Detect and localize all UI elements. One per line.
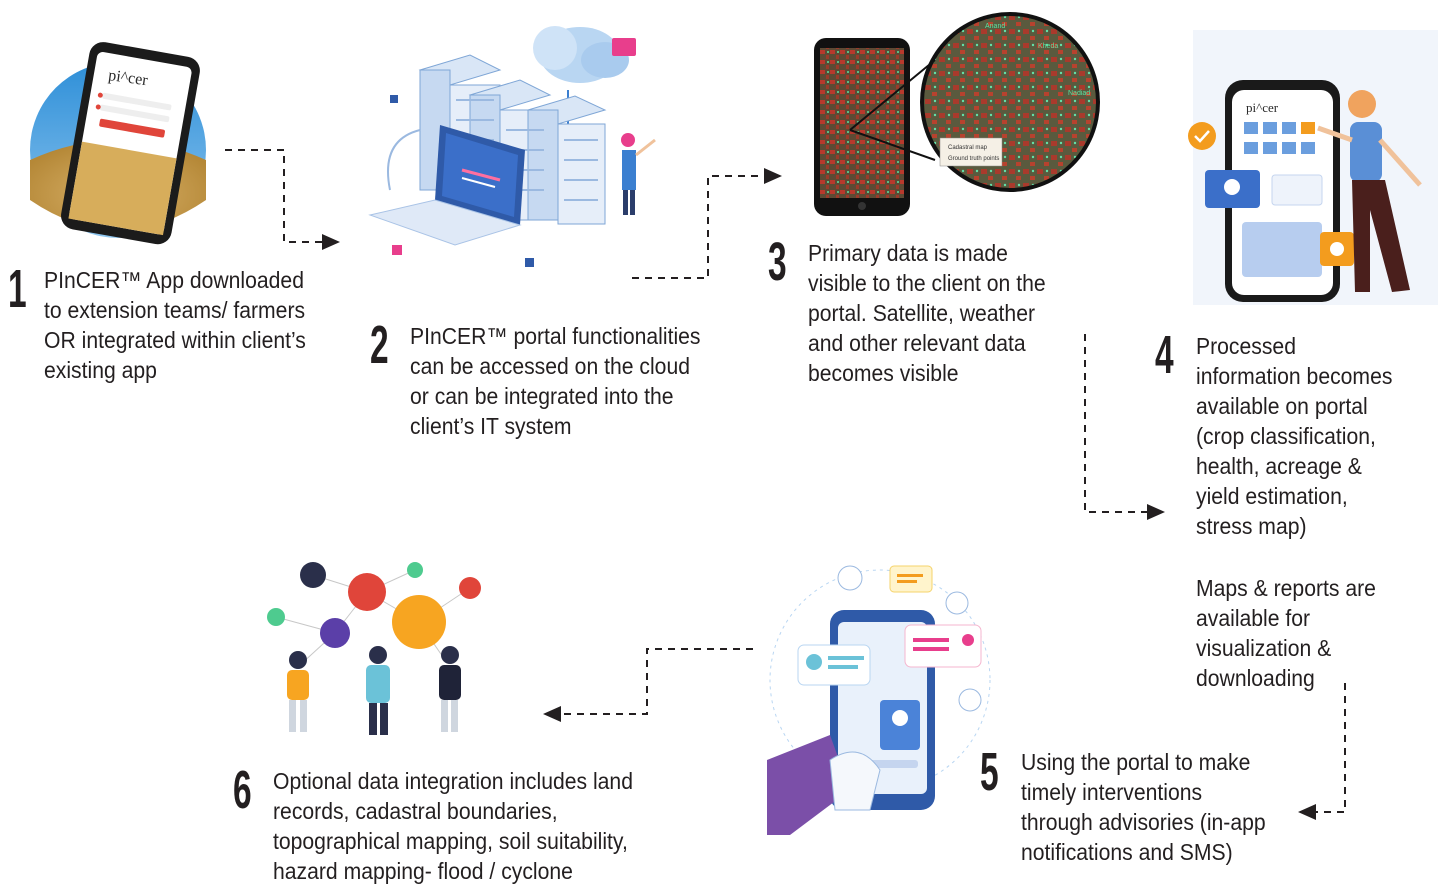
- step6-data-illustration: [267, 562, 481, 735]
- step-6-line: records, cadastral boundaries,: [273, 798, 558, 824]
- step-4-extra-line: Maps & reports are: [1196, 575, 1376, 601]
- step-1-line: OR integrated within client’s: [44, 327, 306, 353]
- app-logo: pi^cer: [107, 67, 149, 89]
- step4-dashboard-illustration: [1188, 30, 1438, 305]
- step-6-caption: Optional data integration includes land …: [273, 766, 633, 886]
- step2-cloud-illustration: [368, 26, 656, 267]
- step-4-line: health, acreage &: [1196, 453, 1362, 479]
- step-3-line: becomes visible: [808, 360, 959, 386]
- step-number-1: 1: [8, 259, 27, 319]
- step-2-line: client’s IT system: [410, 413, 572, 439]
- step-2-line: PInCER™ portal functionalities: [410, 323, 701, 349]
- map-legend-2: Ground truth points: [948, 156, 999, 162]
- step-4-extra-line: available for: [1196, 605, 1311, 631]
- step-6-line: topographical mapping, soil suitability,: [273, 828, 628, 854]
- step-number-2: 2: [370, 315, 389, 375]
- map-tag-3: Nadiad: [1068, 90, 1090, 97]
- step-3-line: Primary data is made: [808, 240, 1008, 266]
- step-3-line: and other relevant data: [808, 330, 1026, 356]
- step-number-3: 3: [768, 232, 787, 292]
- step-1-line: PInCER™ App downloaded: [44, 267, 304, 293]
- arrow-4-to-5: [1298, 683, 1346, 820]
- step-number-4: 4: [1155, 325, 1174, 385]
- map-tag-1: Anand: [985, 23, 1005, 30]
- step-5-line: notifications and SMS): [1021, 839, 1233, 865]
- map-legend-1: Cadastral map: [948, 145, 988, 151]
- step5-advisory-illustration: [767, 565, 991, 835]
- step-4-line: available on portal: [1196, 393, 1368, 419]
- step-4-line: (crop classification,: [1196, 423, 1376, 449]
- step-4-extra-caption: Maps & reports are available for visuali…: [1196, 573, 1376, 693]
- arrow-2-to-3: [632, 168, 782, 279]
- step-2-line: or can be integrated into the: [410, 383, 674, 409]
- step-4-line: Processed: [1196, 333, 1296, 359]
- step-1-caption: PInCER™ App downloaded to extension team…: [44, 265, 306, 385]
- step-5-line: through advisories (in-app: [1021, 809, 1266, 835]
- step-1-line: to extension teams/ farmers: [44, 297, 306, 323]
- step-6-line: hazard mapping- flood / cyclone: [273, 858, 573, 884]
- step-5-line: Using the portal to make: [1021, 749, 1251, 775]
- step-2-caption: PInCER™ portal functionalities can be ac…: [410, 321, 701, 441]
- arrow-5-to-6: [543, 648, 753, 722]
- step-4-line: yield estimation,: [1196, 483, 1348, 509]
- step-4-extra-line: visualization &: [1196, 635, 1332, 661]
- step-5-line: timely interventions: [1021, 779, 1203, 805]
- step1-app-illustration: [30, 42, 206, 245]
- step-3-caption: Primary data is made visible to the clie…: [808, 238, 1046, 388]
- phone-logo: pi^cer: [1246, 100, 1279, 115]
- step-4-extra-line: downloading: [1196, 665, 1315, 691]
- step-4-caption: Processed information becomes available …: [1196, 331, 1392, 541]
- step-number-6: 6: [233, 760, 252, 820]
- map-tag-2: Kheda: [1038, 43, 1058, 50]
- step-4-line: stress map): [1196, 513, 1307, 539]
- step-2-line: can be accessed on the cloud: [410, 353, 690, 379]
- step-3-line: visible to the client on the: [808, 270, 1046, 296]
- step-5-caption: Using the portal to make timely interven…: [1021, 747, 1266, 867]
- step-3-line: portal. Satellite, weather: [808, 300, 1036, 326]
- step-6-line: Optional data integration includes land: [273, 768, 633, 794]
- step-number-5: 5: [980, 742, 999, 802]
- arrow-1-to-2: [225, 149, 340, 250]
- step-4-line: information becomes: [1196, 363, 1393, 389]
- step-1-line: existing app: [44, 357, 157, 383]
- arrow-3-to-4: [1084, 334, 1165, 520]
- step3-map-illustration: Anand Kheda Nadiad Cadastral map Ground …: [814, 12, 1100, 216]
